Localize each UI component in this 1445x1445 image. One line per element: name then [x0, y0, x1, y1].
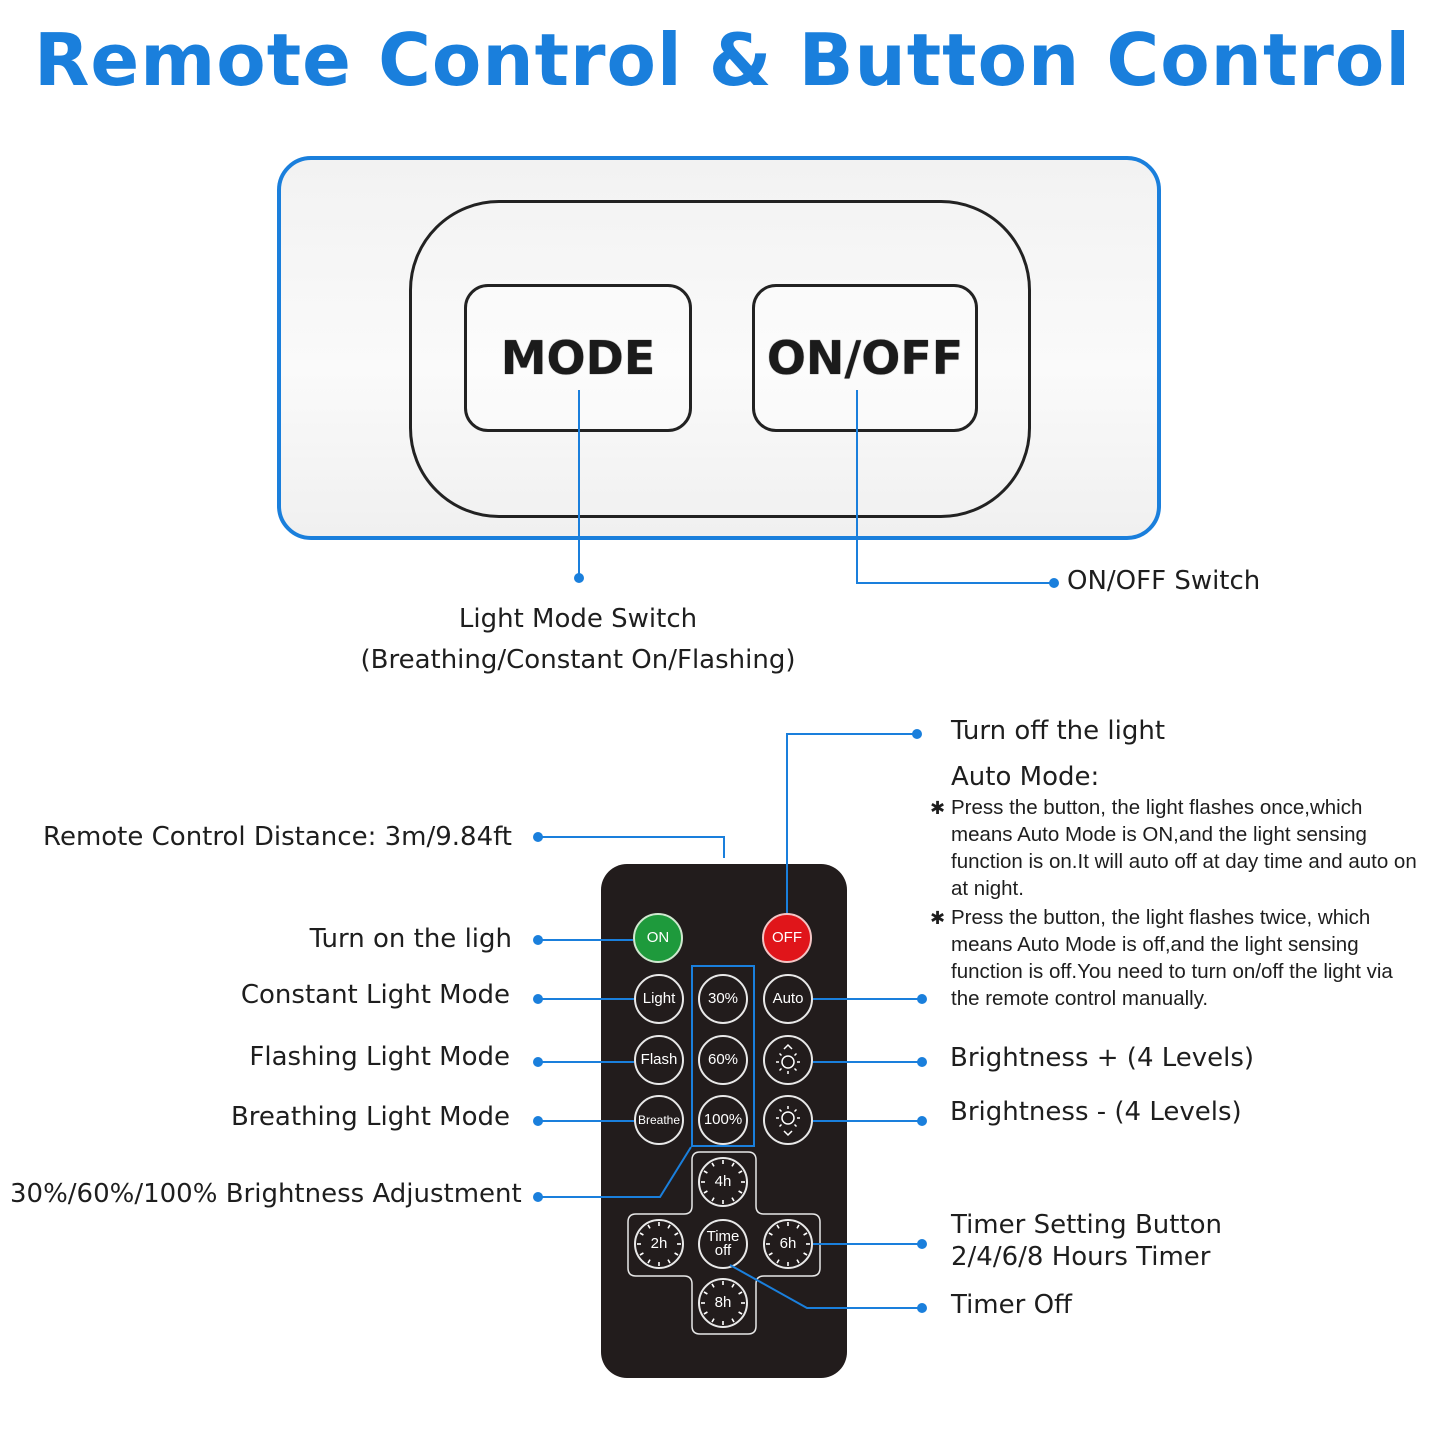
- remote-breathe-button[interactable]: Breathe: [634, 1095, 684, 1145]
- distance-leader-line: [540, 836, 725, 858]
- clock-tick: [639, 1232, 644, 1236]
- mode-button[interactable]: MODE: [464, 284, 692, 432]
- sun-down-icon: [776, 1106, 800, 1137]
- clock-tick: [711, 1283, 715, 1288]
- clock-tick: [731, 1283, 735, 1288]
- leader-dot: [533, 994, 543, 1004]
- leader-dot: [1049, 578, 1059, 588]
- leader-dot: [533, 1057, 543, 1067]
- label-flashing-mode: Flashing Light Mode: [249, 1042, 510, 1072]
- asterisk-icon: ✱: [930, 798, 946, 819]
- timer-8h-label: 8h: [714, 1294, 732, 1311]
- timer-4h-label: 4h: [714, 1173, 732, 1190]
- clock-tick: [738, 1190, 743, 1194]
- remote-timer-6h-button[interactable]: 6h: [763, 1219, 813, 1269]
- remote-30-button[interactable]: 30%: [698, 974, 748, 1024]
- clock-dial-icon: [637, 1222, 681, 1266]
- remote-timer-off-button[interactable]: Time off: [698, 1219, 748, 1269]
- remote-flash-button[interactable]: Flash: [634, 1035, 684, 1085]
- label-timer-line1: Timer Setting Button: [951, 1210, 1223, 1240]
- remote-timer-4h-button[interactable]: 4h: [698, 1157, 748, 1207]
- clock-tick: [738, 1311, 743, 1315]
- asterisk-icon: ✱: [930, 908, 946, 929]
- leader-dot: [917, 1116, 927, 1126]
- label-timer-line2: 2/4/6/8 Hours Timer: [951, 1242, 1211, 1272]
- clock-tick: [803, 1232, 808, 1236]
- clock-tick: [674, 1252, 679, 1256]
- clock-tick: [738, 1291, 743, 1295]
- clock-tick: [674, 1232, 679, 1236]
- remote-on-button[interactable]: ON: [633, 913, 683, 963]
- clock-tick: [647, 1259, 651, 1264]
- remote-timer-8h-button[interactable]: 8h: [698, 1278, 748, 1328]
- remote-brightness-up-button[interactable]: [763, 1035, 813, 1085]
- clock-tick: [639, 1252, 644, 1256]
- leader-dot: [533, 1192, 543, 1202]
- clock-tick: [703, 1311, 708, 1315]
- clock-dial-icon: [766, 1222, 810, 1266]
- clock-tick: [703, 1190, 708, 1194]
- leader-dot: [533, 832, 543, 842]
- clock-tick: [803, 1252, 808, 1256]
- label-auto-title: Auto Mode:: [951, 762, 1100, 792]
- clock-tick: [731, 1318, 735, 1323]
- brightness-group-box: [691, 965, 755, 1147]
- clock-tick: [738, 1170, 743, 1174]
- auto-note-1: Press the button, the light flashes once…: [951, 796, 1417, 900]
- label-turn-off: Turn off the light: [951, 716, 1166, 746]
- timer-6h-label: 6h: [779, 1235, 797, 1252]
- clock-tick: [711, 1318, 715, 1323]
- label-distance: Remote Control Distance: 3m/9.84ft: [43, 822, 512, 852]
- clock-tick: [647, 1224, 651, 1229]
- time-off-label-2: off: [714, 1242, 732, 1259]
- leader-dot: [533, 935, 543, 945]
- clock-tick: [667, 1259, 671, 1264]
- remote-light-button[interactable]: Light: [634, 974, 684, 1024]
- onoff-caption: ON/OFF Switch: [1067, 566, 1261, 596]
- remote-off-button[interactable]: OFF: [762, 913, 812, 963]
- label-turn-on: Turn on the ligh: [309, 924, 512, 954]
- leader-dot: [912, 729, 922, 739]
- label-brightness-adjustment: 30%/60%/100% Brightness Adjustment: [10, 1179, 522, 1209]
- leader-dot: [917, 1239, 927, 1249]
- onoff-button[interactable]: ON/OFF: [752, 284, 978, 432]
- remote-auto-button[interactable]: Auto: [763, 974, 813, 1024]
- sun-up-icon: [776, 1043, 800, 1074]
- clock-tick: [768, 1252, 773, 1256]
- page-title: Remote Control & Button Control: [33, 18, 1412, 102]
- clock-tick: [796, 1224, 800, 1229]
- button-pad: [409, 200, 1031, 518]
- remote-brightness-down-button[interactable]: [763, 1095, 813, 1145]
- mode-caption-line1: Light Mode Switch: [458, 604, 698, 634]
- clock-dial-icon: [701, 1160, 745, 1204]
- leader-dot: [917, 1057, 927, 1067]
- mode-caption-line2: (Breathing/Constant On/Flashing): [360, 645, 796, 675]
- label-timer-off: Timer Off: [951, 1290, 1072, 1320]
- timer-2h-label: 2h: [650, 1235, 668, 1252]
- remote-60-button[interactable]: 60%: [698, 1035, 748, 1085]
- clock-tick: [711, 1162, 715, 1167]
- clock-tick: [731, 1162, 735, 1167]
- clock-tick: [776, 1224, 780, 1229]
- label-constant-mode: Constant Light Mode: [240, 980, 510, 1010]
- clock-tick: [768, 1232, 773, 1236]
- clock-tick: [703, 1170, 708, 1174]
- clock-tick: [731, 1197, 735, 1202]
- label-brightness-plus: Brightness + (4 Levels): [950, 1043, 1255, 1073]
- clock-tick: [711, 1197, 715, 1202]
- leader-dot: [533, 1116, 543, 1126]
- leader-dot: [574, 573, 584, 583]
- auto-note-2: Press the button, the light flashes twic…: [951, 906, 1393, 1010]
- leader-dot: [917, 994, 927, 1004]
- leader-dot: [917, 1303, 927, 1313]
- clock-tick: [703, 1291, 708, 1295]
- remote-100-button[interactable]: 100%: [698, 1095, 748, 1145]
- time-off-label-1: Time: [706, 1228, 740, 1245]
- clock-tick: [796, 1259, 800, 1264]
- remote-timer-2h-button[interactable]: 2h: [634, 1219, 684, 1269]
- label-brightness-minus: Brightness - (4 Levels): [950, 1097, 1242, 1127]
- label-breathing-mode: Breathing Light Mode: [230, 1102, 510, 1132]
- clock-tick: [776, 1259, 780, 1264]
- clock-tick: [667, 1224, 671, 1229]
